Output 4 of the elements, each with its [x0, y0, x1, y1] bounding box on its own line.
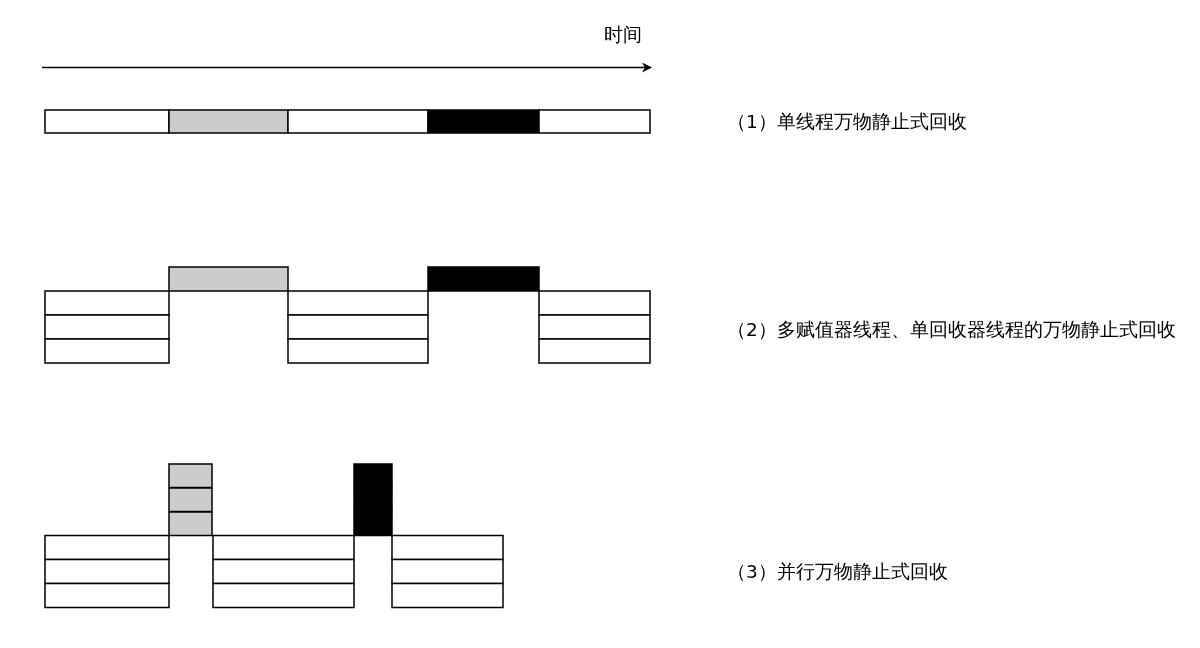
row-caption: （1）单线程万物静止式回收 [727, 110, 967, 134]
axis-label: 时间 [604, 23, 642, 47]
row-caption: （2）多赋值器线程、单回收器线程的万物静止式回收 [727, 318, 1176, 342]
row-caption: （3）并行万物静止式回收 [727, 560, 948, 584]
